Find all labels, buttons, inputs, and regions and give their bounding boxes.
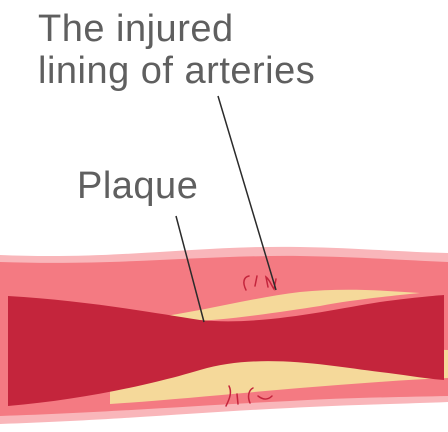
artery-diagram: The injured lining of arteries Plaque xyxy=(0,0,448,432)
artery-illustration xyxy=(0,0,448,432)
